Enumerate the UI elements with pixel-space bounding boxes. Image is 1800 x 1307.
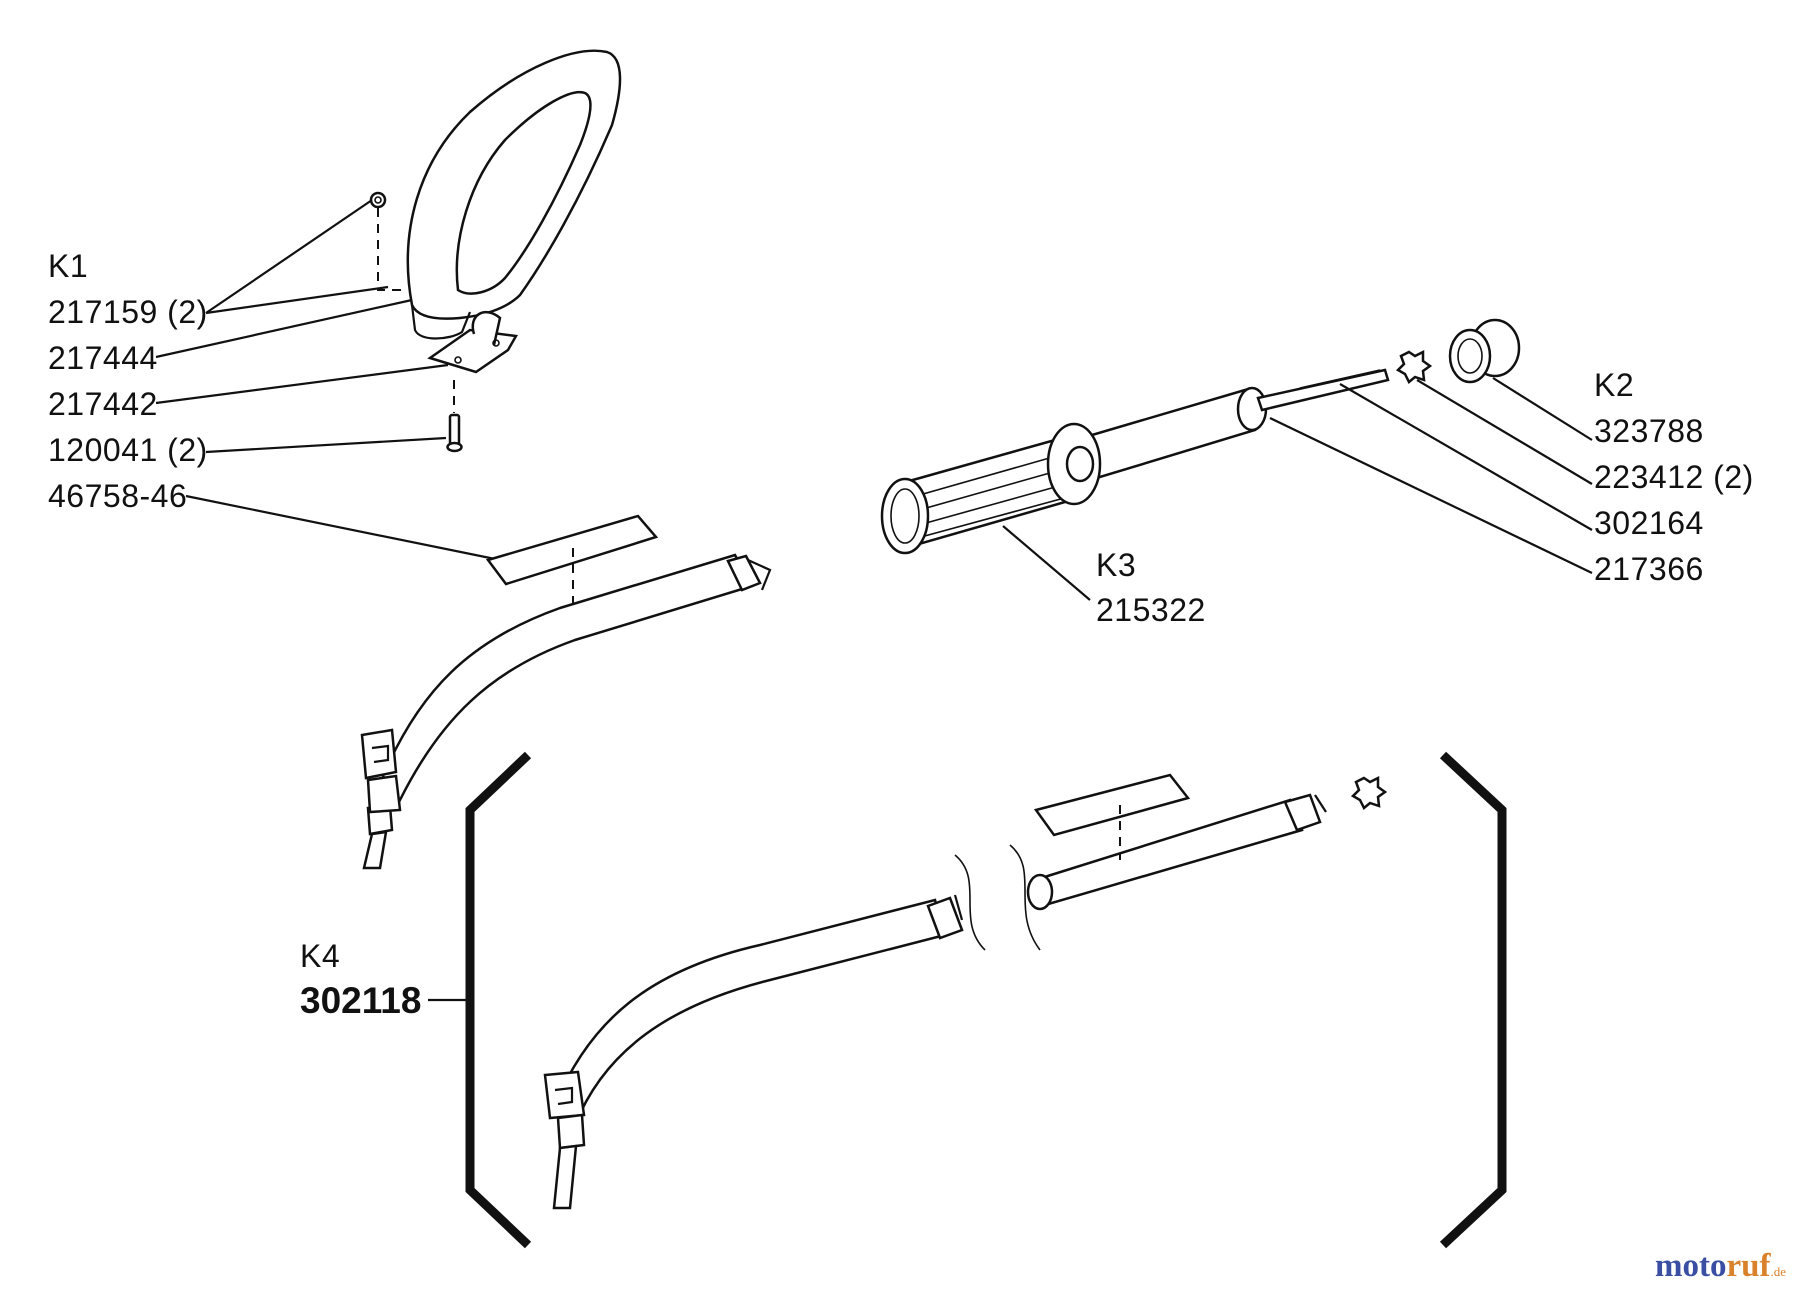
loop-handle-part	[406, 49, 622, 340]
watermark-ruf: ruf	[1726, 1248, 1771, 1284]
grip-part	[880, 386, 1268, 555]
sleeve-part	[1448, 318, 1521, 384]
rod-part	[1256, 368, 1390, 412]
label-217442: 217442	[48, 386, 158, 422]
watermark-moto: moto	[1654, 1248, 1727, 1284]
label-215322: 215322	[1096, 592, 1206, 628]
label-302164: 302164	[1594, 505, 1704, 541]
watermark-logo: motoruf.de	[1655, 1248, 1786, 1285]
label-k4: K4	[300, 938, 341, 974]
label-k3: K3	[1096, 547, 1137, 583]
bracket-right	[1439, 751, 1507, 1249]
screw-part	[446, 413, 463, 453]
label-323788: 323788	[1594, 413, 1704, 449]
star-washer-part	[1395, 349, 1433, 384]
label-217444: 217444	[48, 340, 158, 376]
handle-clamp-part	[427, 311, 519, 374]
shaft-tube-part	[360, 553, 772, 870]
bracket-left	[465, 751, 532, 1249]
watermark-suffix: .de	[1770, 1264, 1786, 1279]
star-washer-part-2	[1350, 775, 1388, 810]
k2-leader-lines	[1002, 377, 1593, 601]
decal-part-2	[1033, 773, 1191, 837]
label-217159: 217159 (2)	[48, 294, 208, 330]
nut-part	[369, 191, 387, 209]
label-k2: K2	[1594, 367, 1635, 403]
label-302118: 302118	[300, 980, 422, 1021]
label-217366: 217366	[1594, 551, 1704, 587]
extension-tube-part	[543, 793, 1327, 1210]
label-223412: 223412 (2)	[1594, 459, 1754, 495]
label-k1: K1	[48, 248, 89, 284]
label-120041: 120041 (2)	[48, 432, 208, 468]
k1-leader-lines	[155, 199, 501, 562]
label-46758-46: 46758-46	[48, 478, 188, 514]
